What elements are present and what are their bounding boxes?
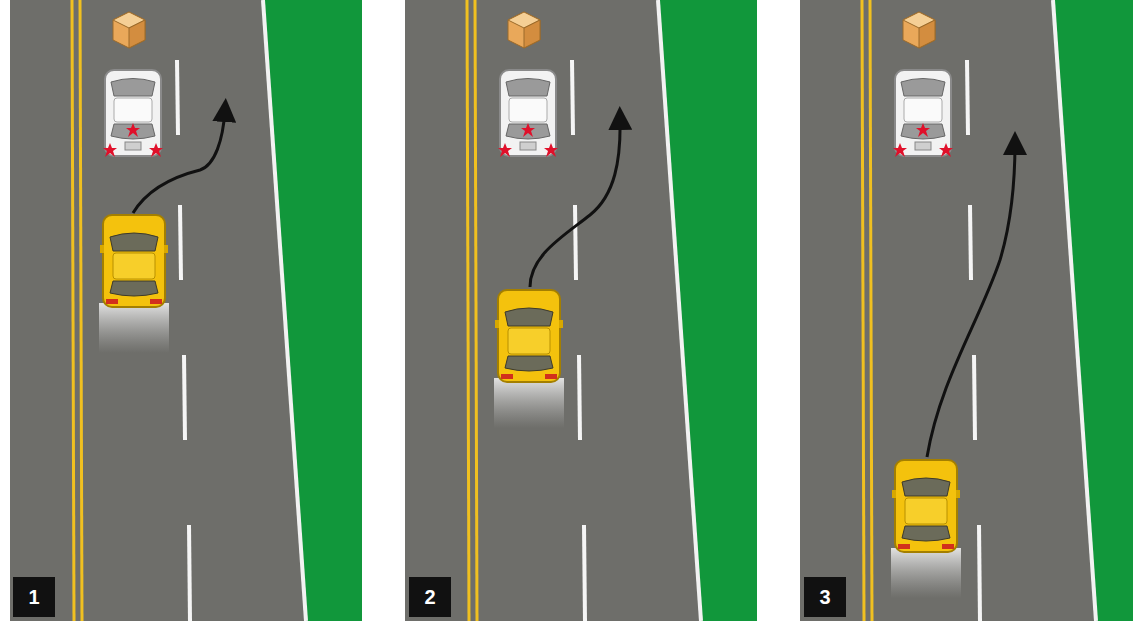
callout-number: 2 (409, 577, 451, 617)
callout-number: 1 (13, 577, 55, 617)
callout-number: 3 (804, 577, 846, 617)
